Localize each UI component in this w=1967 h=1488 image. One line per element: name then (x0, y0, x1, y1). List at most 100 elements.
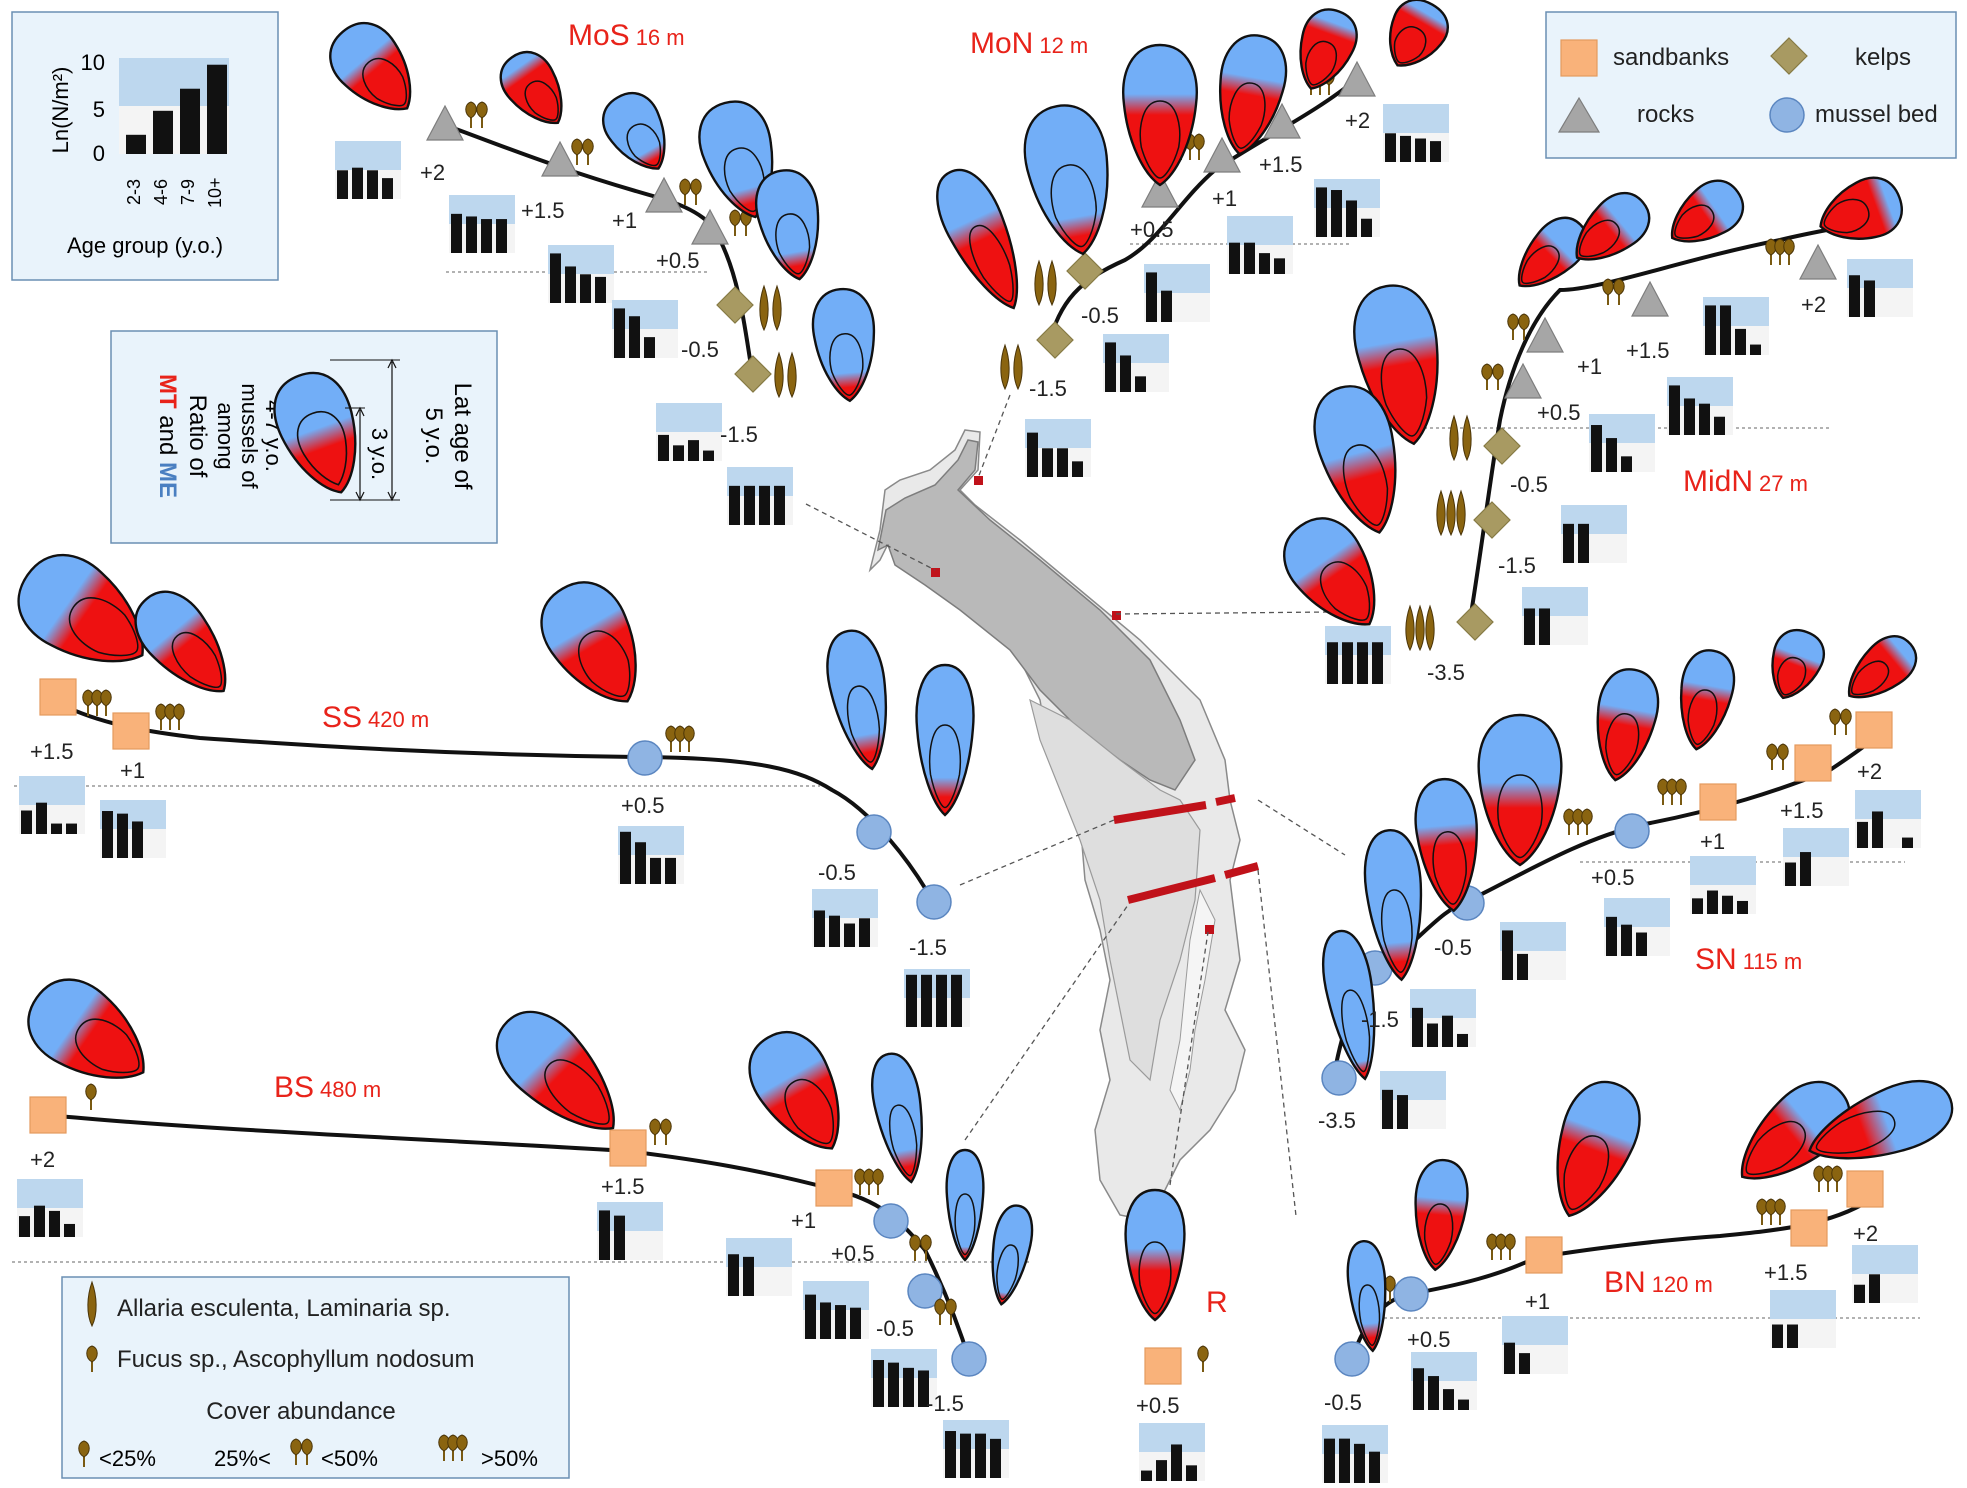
shell-icon (1346, 1240, 1387, 1353)
substrate-markers (29, 60, 1893, 1385)
site-title-R: R (1206, 1286, 1228, 1319)
level-label: -1.5 (720, 422, 758, 447)
level-label: +0.5 (831, 1241, 874, 1266)
sandbank-marker (609, 1129, 647, 1167)
level-label: -1.5 (926, 1391, 964, 1416)
shell-icon (1847, 635, 1918, 699)
mini-bar (1502, 930, 1513, 980)
mini-bar (1591, 425, 1602, 472)
level-label: +1.5 (1626, 338, 1669, 363)
shell-icon (27, 978, 145, 1079)
mini-bar (1857, 821, 1868, 848)
mussel-bed-marker (627, 740, 663, 776)
mini-bar (1135, 376, 1146, 392)
fucus-species-label: Fucus sp., Ascophyllum nodosum (117, 1346, 475, 1373)
profile-SS (51, 698, 937, 906)
mini-bar (496, 219, 507, 253)
shell-icon (991, 1204, 1034, 1306)
mini-bar-chart (1522, 587, 1588, 645)
mini-bar (337, 170, 348, 199)
mini-bar (1504, 1342, 1515, 1374)
mini-bar (550, 253, 561, 303)
mini-bar (1684, 398, 1695, 435)
legend-sandbanks: sandbanks (1613, 44, 1729, 71)
mini-bar-chart (612, 300, 678, 358)
mini-bar (620, 831, 631, 884)
mini-bar-chart (943, 1420, 1009, 1478)
mini-bar (850, 1307, 861, 1339)
mini-bar (1722, 895, 1733, 914)
level-label: +2 (30, 1147, 55, 1172)
mini-bar (665, 857, 676, 884)
mini-bar (49, 1210, 60, 1237)
mini-bar (658, 434, 669, 461)
level-label: +0.5 (621, 793, 664, 818)
shell-icon (1283, 517, 1376, 626)
mini-bar (1800, 852, 1811, 886)
shell-icon (871, 1052, 923, 1184)
mini-bar (743, 1256, 754, 1296)
mini-bar (975, 1433, 986, 1478)
mini-bar-chart (1500, 922, 1566, 980)
ytick-10: 10 (81, 50, 105, 75)
level-label: +1 (791, 1208, 816, 1233)
level-label: +0.5 (656, 248, 699, 273)
level-label: +1.5 (1764, 1260, 1807, 1285)
substrate-legend: sandbanks kelps rocks mussel bed (1545, 11, 1957, 159)
mini-bar (990, 1438, 1001, 1478)
kelp-marker (1036, 321, 1074, 359)
sandbank-marker (1144, 1347, 1182, 1385)
age-10plus: 10+ (205, 177, 225, 208)
sandbank-marker (1846, 1170, 1884, 1208)
mini-bar-chart (1103, 334, 1169, 392)
mini-bar-chart (1604, 898, 1670, 956)
mini-bar-chart (1325, 626, 1391, 684)
mini-bar (21, 810, 32, 834)
mini-bar (1705, 305, 1716, 355)
mini-bar (1413, 1368, 1424, 1410)
mini-bar-chart (812, 889, 878, 947)
mini-bar (1244, 242, 1255, 274)
mini-bar (466, 216, 477, 253)
rock-marker (1338, 60, 1376, 97)
mini-bar-chart (1411, 1352, 1477, 1410)
mini-bar (1442, 1015, 1453, 1047)
mini-bar (1772, 1324, 1783, 1348)
mini-bar (1412, 1007, 1423, 1047)
level-label: +1 (1577, 354, 1602, 379)
mini-bar-chart (1410, 989, 1476, 1047)
mussel-bed-marker (1614, 813, 1650, 849)
mini-bar (1735, 328, 1746, 355)
mini-bar-chart (871, 1349, 937, 1407)
mini-bar (728, 1254, 739, 1296)
kelp-marker (734, 355, 772, 393)
cover-mid-a: 25%< (214, 1446, 271, 1471)
kelp-marker (1066, 252, 1104, 290)
mini-bar-chart (1690, 856, 1756, 914)
mini-bar-chart (1025, 419, 1091, 477)
mini-bar (1902, 837, 1913, 848)
mini-bar-chart (1847, 259, 1913, 317)
mini-bar (481, 219, 492, 253)
mini-bar (1397, 1095, 1408, 1129)
mussel-bed-marker (873, 1203, 909, 1239)
mini-bar-chart (597, 1202, 663, 1260)
mussel-bed-icon (1769, 97, 1805, 133)
cover-mid-b: <50% (321, 1446, 378, 1471)
shell-icon (1322, 929, 1376, 1081)
mini-bar (1750, 344, 1761, 355)
mini-bar (1606, 438, 1617, 472)
ratio-legend: Ratio of MT and ME among mussels of 4-7 … (110, 330, 498, 544)
mini-bar-chart (803, 1281, 869, 1339)
mini-bar-chart (100, 800, 166, 858)
mini-bar-chart (726, 1238, 792, 1296)
shell-icon (915, 663, 975, 817)
mini-bar (565, 266, 576, 303)
mini-bar (451, 213, 462, 253)
kelp-diamond-icon (1770, 37, 1808, 75)
shell-icon (499, 51, 563, 125)
rock-marker (1799, 243, 1837, 280)
mini-bar (960, 1433, 971, 1478)
